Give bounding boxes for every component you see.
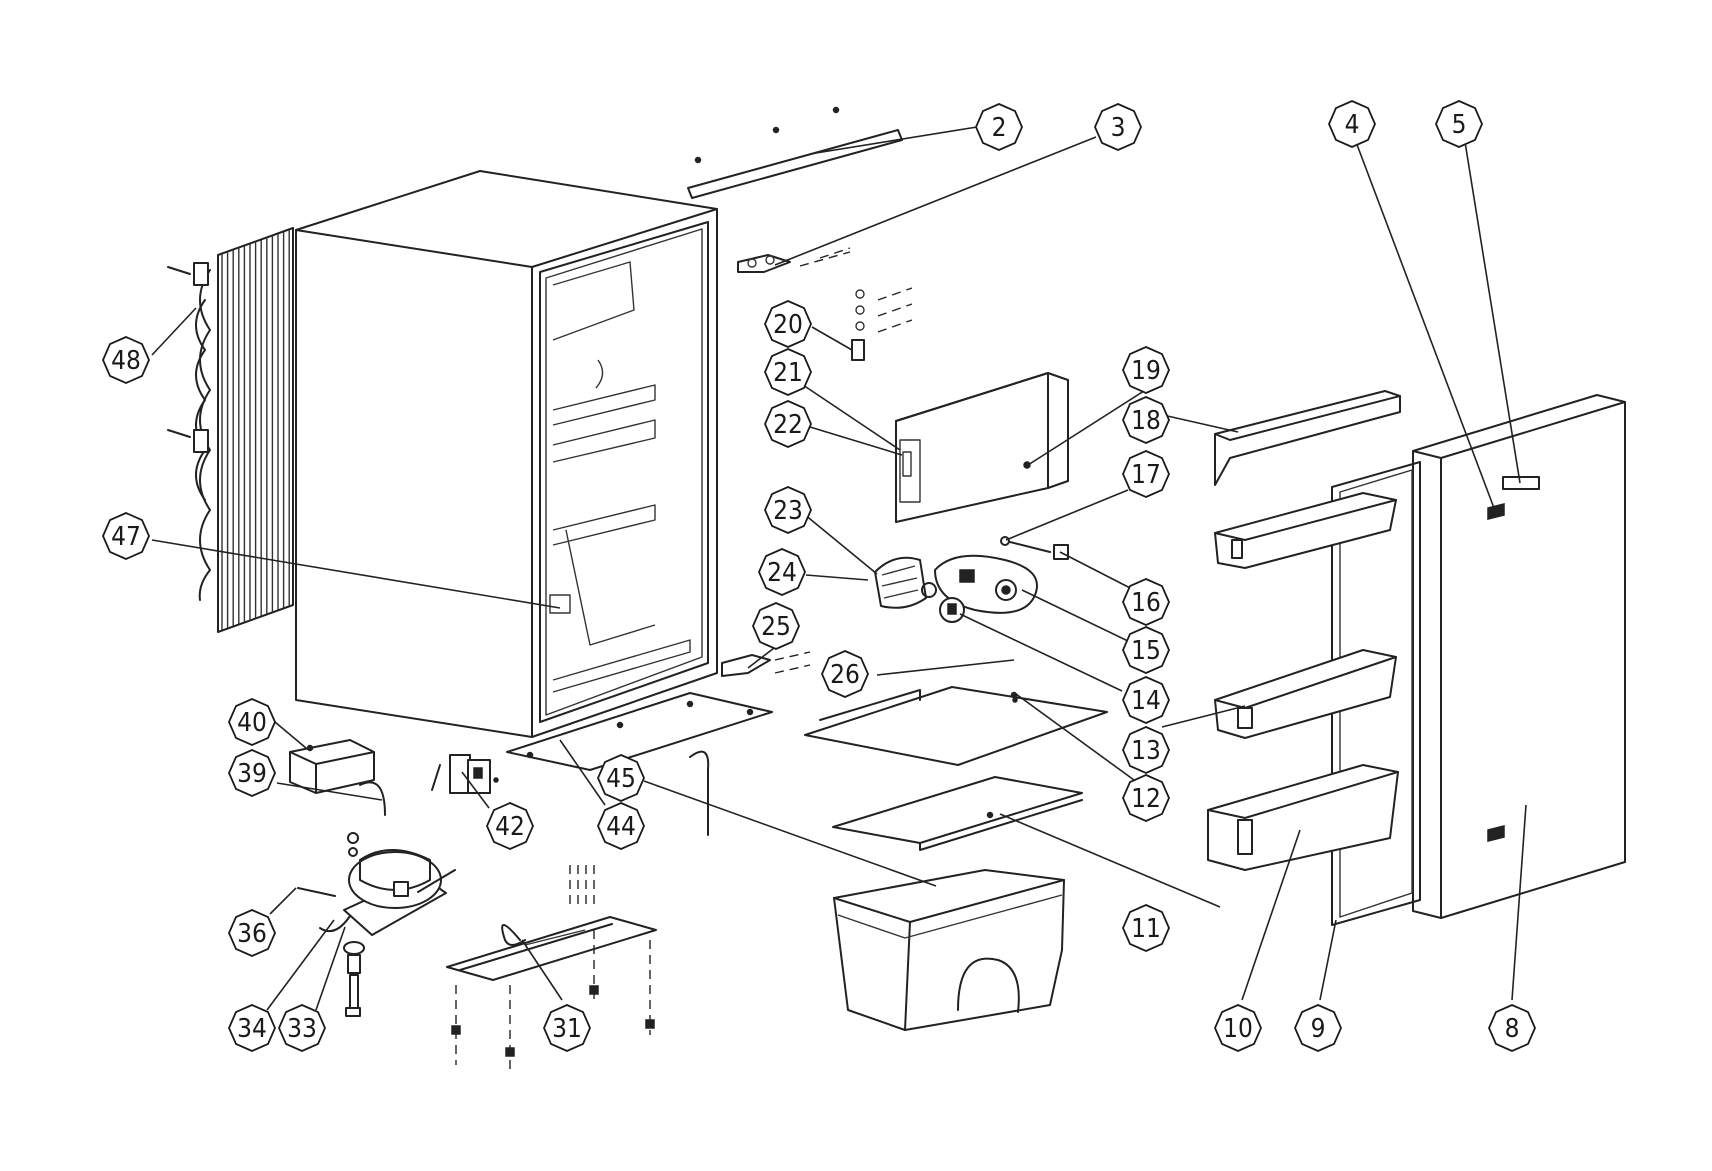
callout-10: 10 [1214,1004,1262,1052]
svg-text:15: 15 [1131,636,1161,666]
lower-hinge [721,651,811,677]
callout-5: 5 [1435,100,1483,148]
callout-26: 26 [821,650,869,698]
svg-text:3: 3 [1111,113,1126,143]
svg-text:36: 36 [237,919,267,949]
callout-23: 23 [764,486,812,534]
freezer-door [851,339,1069,523]
power-wire-39 [359,781,386,816]
svg-text:48: 48 [111,346,141,376]
svg-text:18: 18 [1131,406,1161,436]
callout-12: 12 [1122,774,1170,822]
svg-text:33: 33 [287,1014,317,1044]
callout-45: 45 [597,754,645,802]
svg-text:8: 8 [1505,1014,1520,1044]
svg-text:19: 19 [1131,356,1161,386]
callout-4: 4 [1328,100,1376,148]
callout-36: 36 [228,909,276,957]
callout-34: 34 [228,1004,276,1052]
callout-42: 42 [486,802,534,850]
svg-text:20: 20 [773,310,803,340]
fridge-door [1412,394,1626,919]
svg-text:47: 47 [111,522,141,552]
compressor [297,832,456,1017]
svg-text:44: 44 [606,812,636,842]
callout-11: 11 [1122,904,1170,952]
svg-text:2: 2 [992,113,1007,143]
svg-text:14: 14 [1131,686,1161,716]
callout-40: 40 [228,698,276,746]
glass-shelf [832,776,1083,851]
cabinet-body [295,170,718,738]
callout-9: 9 [1294,1004,1342,1052]
callout-8: 8 [1488,1004,1536,1052]
svg-text:25: 25 [761,612,791,642]
svg-text:10: 10 [1223,1014,1253,1044]
callout-13: 13 [1122,726,1170,774]
callout-20: 20 [764,300,812,348]
svg-text:4: 4 [1345,110,1360,140]
callout-47: 47 [102,512,150,560]
svg-text:16: 16 [1131,588,1161,618]
svg-text:34: 34 [237,1014,267,1044]
svg-text:5: 5 [1452,110,1467,140]
callout-15: 15 [1122,626,1170,674]
svg-text:42: 42 [495,812,525,842]
door-bin-top-rail [1214,390,1401,486]
callout-3: 3 [1094,103,1142,151]
callout-14: 14 [1122,676,1170,724]
upper-hinge [737,247,851,273]
callout-25: 25 [752,602,800,650]
hinge-screws [855,287,913,333]
svg-text:26: 26 [830,660,860,690]
callout-24: 24 [758,548,806,596]
callout-16: 16 [1122,578,1170,626]
callout-39: 39 [228,749,276,797]
door-bin-middle [1214,649,1397,739]
svg-text:23: 23 [773,496,803,526]
bottom-plate [506,692,773,771]
svg-text:24: 24 [767,558,797,588]
drain-tube [689,750,710,836]
svg-text:12: 12 [1131,784,1161,814]
thermostat-light-assembly [874,536,1069,623]
svg-text:11: 11 [1131,914,1161,944]
door-bin-upper [1214,492,1397,569]
controller-module [431,754,499,794]
callout-22: 22 [764,400,812,448]
svg-text:21: 21 [773,358,803,388]
svg-text:31: 31 [552,1014,582,1044]
callout-17: 17 [1122,450,1170,498]
base-tray [446,865,657,1070]
svg-text:39: 39 [237,759,267,789]
callout-44: 44 [597,802,645,850]
condenser-coil [167,227,294,633]
svg-text:22: 22 [773,410,803,440]
callout-18: 18 [1122,396,1170,444]
svg-text:45: 45 [606,764,636,794]
callout-21: 21 [764,348,812,396]
relay-box [289,739,375,794]
svg-text:40: 40 [237,708,267,738]
crisper-drawer [833,869,1065,1031]
svg-text:17: 17 [1131,460,1161,490]
callout-badges: 2 3 4 5 8 9 10 11 12 13 14 15 16 17 18 1… [102,100,1536,1052]
callout-2: 2 [975,103,1023,151]
svg-text:9: 9 [1311,1014,1326,1044]
leader-lines [151,126,1527,1011]
callout-19: 19 [1122,346,1170,394]
callout-33: 33 [278,1004,326,1052]
door-bin-lower [1207,764,1399,871]
svg-text:13: 13 [1131,736,1161,766]
callout-48: 48 [102,336,150,384]
callout-31: 31 [543,1004,591,1052]
top-cover-strip [687,106,903,199]
wire-shelf [804,686,1108,766]
